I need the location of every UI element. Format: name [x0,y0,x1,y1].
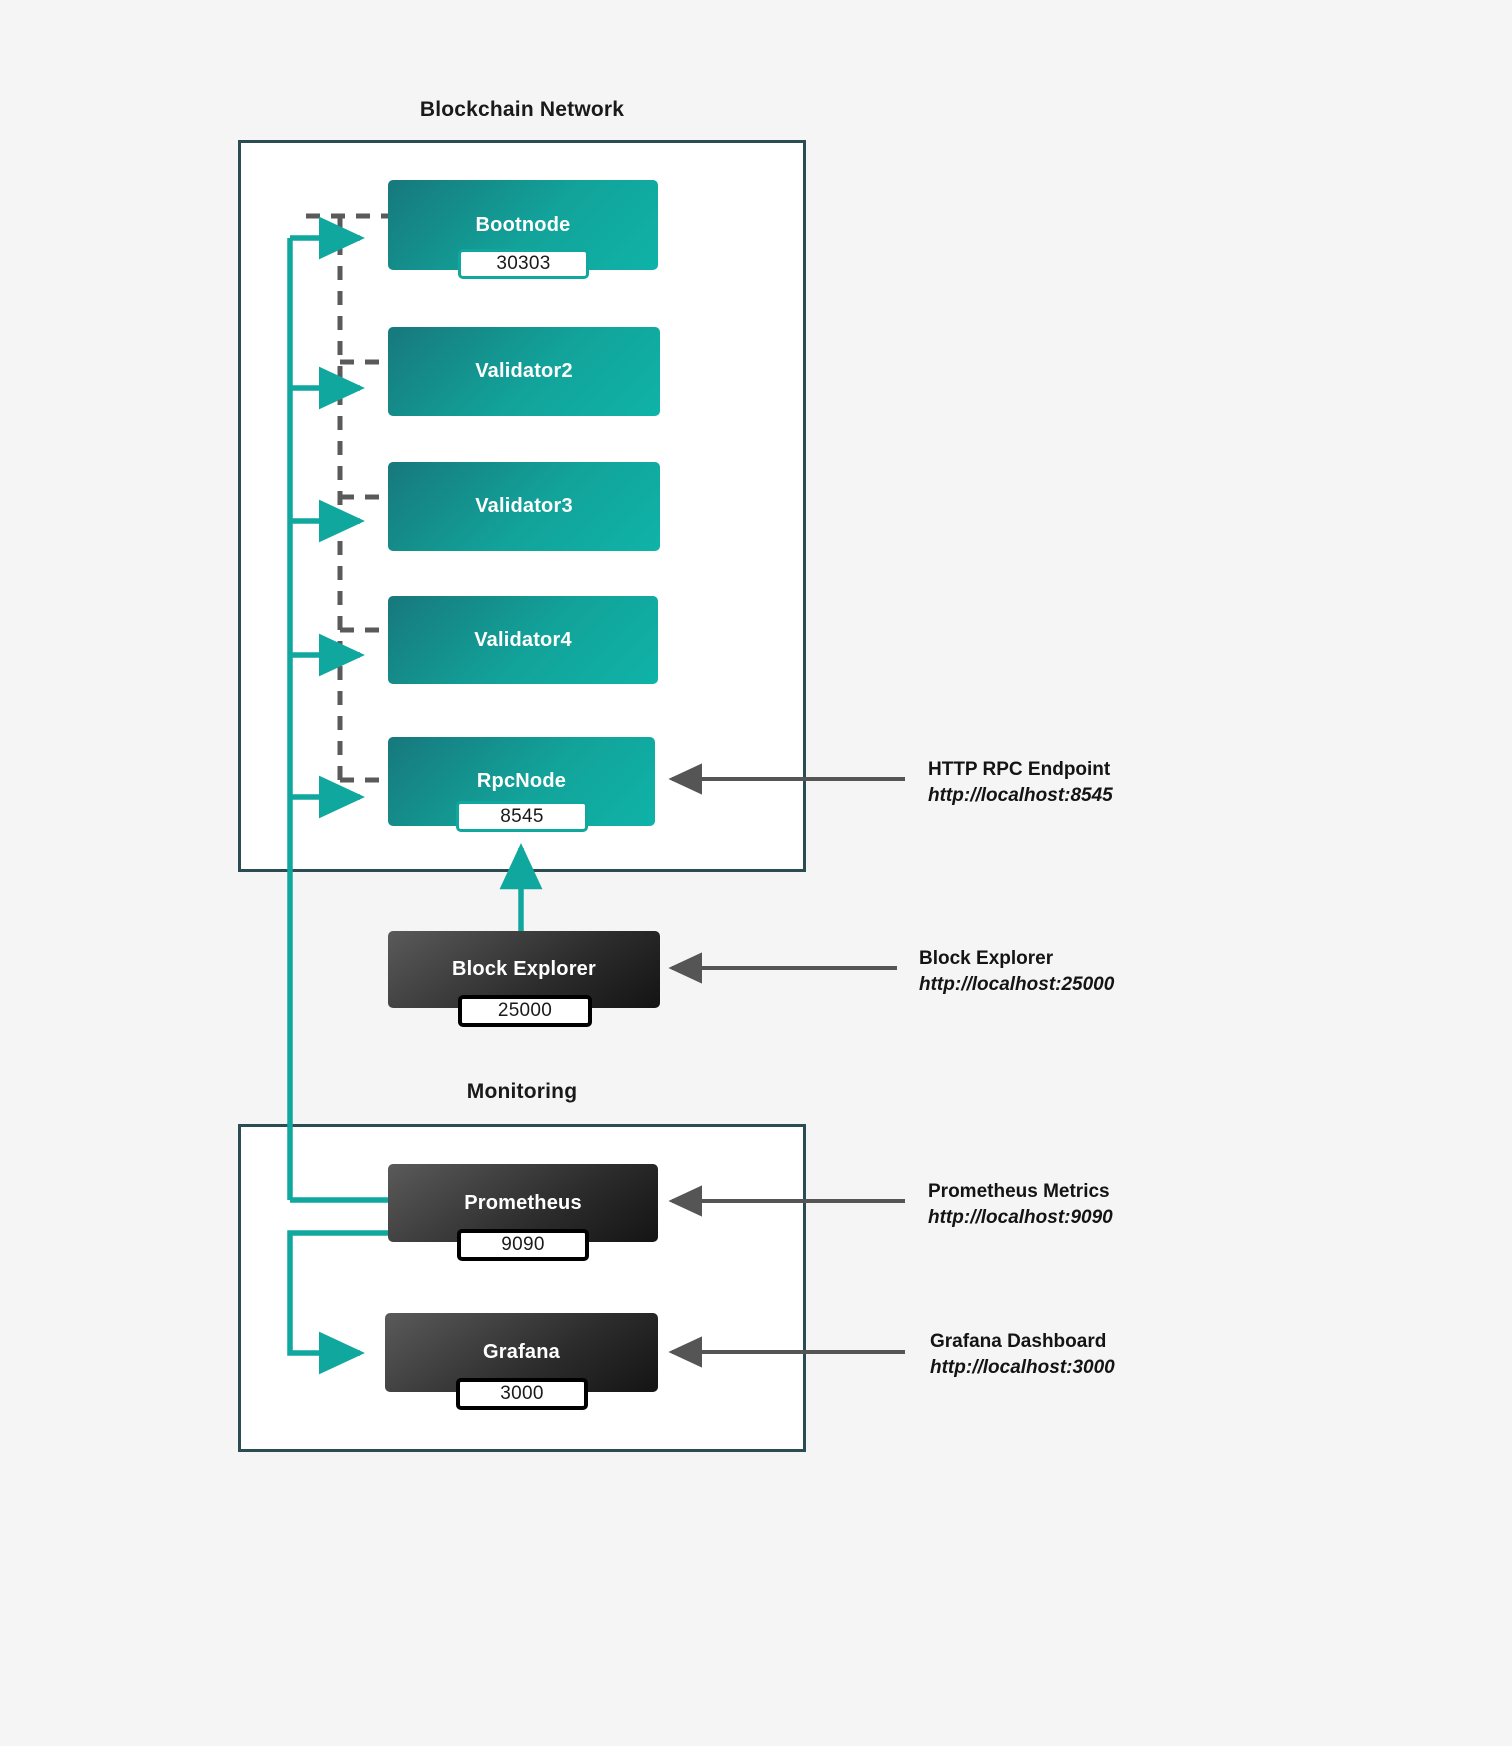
annotation-block-explorer: Block Explorer http://localhost:25000 [919,946,1114,997]
node-grafana[interactable]: Grafana [385,1313,658,1392]
node-grafana-label: Grafana [483,1341,560,1363]
group-title-blockchain-network: Blockchain Network [419,98,625,121]
port-badge-prometheus: 9090 [457,1229,589,1261]
annotation-prometheus-url[interactable]: http://localhost:9090 [928,1206,1113,1228]
annotation-rpc-endpoint: HTTP RPC Endpoint http://localhost:8545 [928,757,1113,808]
node-validator3-label: Validator3 [475,495,573,517]
annotation-rpc-endpoint-url[interactable]: http://localhost:8545 [928,784,1113,806]
annotation-prometheus-title: Prometheus Metrics [928,1181,1110,1202]
node-bootnode-label: Bootnode [475,213,571,236]
port-badge-bootnode: 30303 [458,249,589,279]
node-rpcnode-label: RpcNode [476,770,567,792]
annotation-prometheus: Prometheus Metrics http://localhost:9090 [928,1179,1113,1230]
annotation-rpc-endpoint-title: HTTP RPC Endpoint [928,759,1111,780]
node-validator4[interactable]: Validator4 [388,596,658,684]
port-badge-grafana: 3000 [456,1378,588,1410]
port-badge-block-explorer: 25000 [458,995,592,1027]
group-title-monitoring: Monitoring [466,1080,578,1103]
annotation-grafana: Grafana Dashboard http://localhost:3000 [930,1329,1115,1380]
annotation-block-explorer-url[interactable]: http://localhost:25000 [919,973,1115,995]
port-badge-rpcnode: 8545 [456,801,588,832]
annotation-grafana-url[interactable]: http://localhost:3000 [930,1356,1115,1378]
node-prometheus-label: Prometheus [464,1191,582,1214]
annotation-grafana-title: Grafana Dashboard [930,1331,1107,1352]
node-validator2[interactable]: Validator2 [388,327,660,416]
node-validator3[interactable]: Validator3 [388,462,660,551]
node-block-explorer-label: Block Explorer [452,958,596,980]
annotation-block-explorer-title: Block Explorer [919,948,1054,969]
node-validator4-label: Validator4 [474,628,572,651]
node-validator2-label: Validator2 [475,360,573,382]
